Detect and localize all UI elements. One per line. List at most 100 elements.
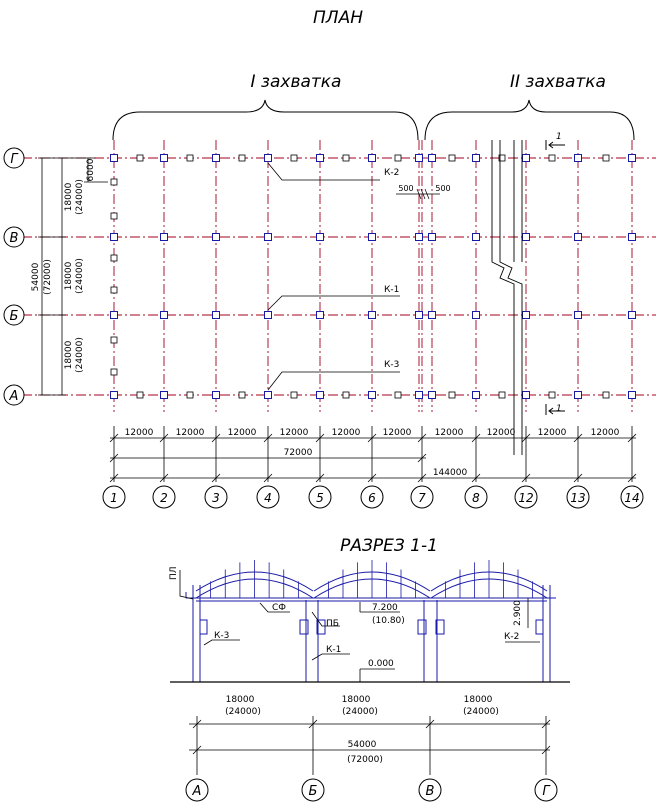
level-zero: 0.000: [368, 659, 394, 669]
total-all-dim: 144000: [433, 468, 468, 478]
column-square: [316, 154, 324, 162]
mark-k3: К-3: [384, 360, 399, 370]
sec-total: 54000: [348, 740, 377, 750]
column-square: [160, 154, 168, 162]
end-bay-dim: 6000: [86, 158, 96, 181]
column-square: [316, 233, 324, 241]
column-square: [368, 233, 376, 241]
bay-dim-label: 12000: [228, 428, 257, 438]
wall-column-square: [548, 154, 556, 162]
column-square: [628, 391, 636, 399]
wall-column-square: [186, 391, 194, 399]
end-wall-column-square: [110, 178, 118, 186]
wall-column-square: [238, 391, 246, 399]
total-stage1-dim: 72000: [284, 448, 313, 458]
column-square: [212, 391, 220, 399]
section-axis-g: Г: [534, 778, 558, 802]
wall-column-square: [448, 154, 456, 162]
col-axis-bubble: 13: [566, 485, 590, 509]
column-square: [368, 154, 376, 162]
col-axis-label: 2: [160, 491, 168, 505]
row-axis-v-label: В: [10, 231, 19, 246]
column-square: [522, 154, 530, 162]
column-square: [472, 233, 480, 241]
column-square: [160, 233, 168, 241]
dim-tick: [471, 433, 481, 443]
dim-tick: [471, 473, 481, 483]
section-axis-v: В: [418, 778, 442, 802]
column-square: [264, 311, 272, 319]
total-width-alt-dim: (72000): [43, 259, 53, 295]
end-wall-column-square: [110, 254, 118, 262]
dim-tick: [417, 473, 427, 483]
bay-dim-label: 12000: [125, 428, 154, 438]
column-square: [628, 311, 636, 319]
dim-tick: [367, 433, 377, 443]
section-dim-lines: [189, 716, 551, 775]
wall-column-square: [602, 154, 610, 162]
column-square: [415, 311, 423, 319]
level-top: 7.200: [372, 603, 398, 613]
label-k3: К-3: [214, 631, 229, 641]
wall-column-square: [342, 154, 350, 162]
section-mark-top: [545, 140, 565, 150]
col-axis-bubble: 3: [204, 485, 228, 509]
stage1-label: I захватка: [251, 72, 342, 92]
col-axis-label: 7: [418, 491, 426, 505]
column-square: [428, 311, 436, 319]
col-axis-label: 3: [212, 491, 220, 505]
level-top-alt: (10.80): [372, 616, 405, 626]
section-mark-top-label: 1: [556, 132, 562, 142]
dim-tick: [367, 473, 377, 483]
column-square: [522, 391, 530, 399]
col-axis-bubble: 8: [464, 485, 488, 509]
wall-column-square: [394, 391, 402, 399]
label-k2: К-2: [504, 632, 519, 642]
column-square: [264, 233, 272, 241]
column-square: [428, 391, 436, 399]
bottom-dim-lines: [109, 426, 637, 483]
wall-column-square: [498, 391, 506, 399]
wall-column-square: [238, 154, 246, 162]
joint-gap-dims: [396, 188, 440, 200]
col-axis-label: 4: [264, 491, 272, 505]
section-axis-v-label: В: [426, 784, 435, 799]
bay-dim-label: 12000: [383, 428, 412, 438]
col-axis-bubble: 1: [102, 485, 126, 509]
column-marks: [267, 162, 400, 391]
sec-span1-alt: (24000): [225, 707, 261, 717]
column-square: [110, 391, 118, 399]
section-axis-a: А: [185, 778, 209, 802]
dim-tick: [573, 433, 583, 443]
plan-title: ПЛАН: [313, 8, 363, 28]
wall-column-square: [290, 391, 298, 399]
col-axis-label: 1: [110, 491, 118, 505]
row-axis-b: Б: [3, 304, 25, 326]
column-square: [628, 154, 636, 162]
bay-dim-label: 12000: [435, 428, 464, 438]
col-axis-label: 13: [570, 491, 585, 505]
wall-column-square: [186, 154, 194, 162]
wall-column-square: [394, 154, 402, 162]
column-square: [472, 154, 480, 162]
col-axis-bubble: 4: [256, 485, 280, 509]
column-square: [415, 233, 423, 241]
mark-k1: К-1: [384, 285, 399, 295]
label-k1: К-1: [326, 645, 341, 655]
column-square: [264, 391, 272, 399]
col-axis-label: 6: [368, 491, 376, 505]
dim-tick: [109, 473, 119, 483]
dim-tick: [315, 473, 325, 483]
dim-tick: [315, 433, 325, 443]
column-square: [472, 311, 480, 319]
dim-tick: [627, 473, 637, 483]
col-axis-label: 12: [518, 491, 533, 505]
end-wall-column-square: [110, 212, 118, 220]
stage2-label: II захватка: [510, 72, 606, 92]
section-mark-bottom: [545, 404, 565, 415]
dim-tick: [211, 473, 221, 483]
sec-total-alt: (72000): [347, 755, 383, 765]
